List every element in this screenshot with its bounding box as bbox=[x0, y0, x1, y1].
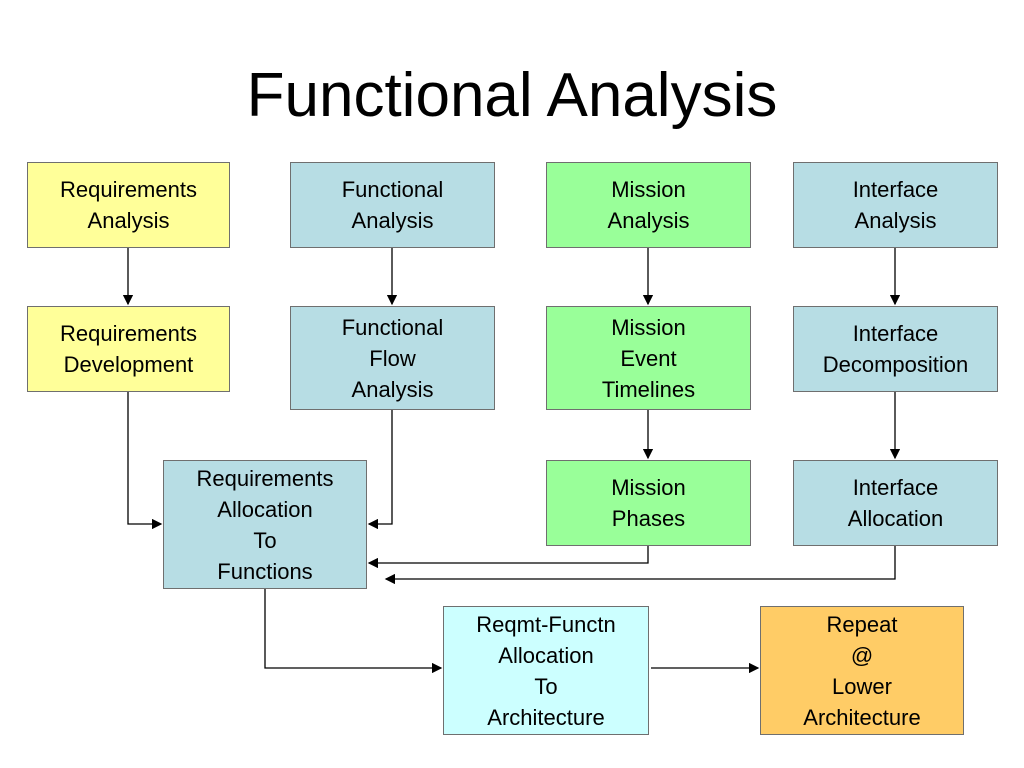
diagram-title: Functional Analysis bbox=[246, 61, 778, 130]
repeat-lower-architecture-box: Repeat @ Lower Architecture bbox=[760, 606, 964, 735]
functional-flow-analysis-box: Functional Flow Analysis bbox=[290, 306, 495, 410]
reqmt-functn-allocation-box: Reqmt-Functn Allocation To Architecture bbox=[443, 606, 649, 735]
mission-phases-box: Mission Phases bbox=[546, 460, 751, 546]
arrow-mission-phases-to-req-allocation bbox=[367, 546, 649, 569]
arrow-func-flow-to-req-allocation bbox=[367, 410, 393, 530]
arrow-req-allocation-to-reqmt-functn bbox=[264, 589, 443, 674]
interface-decomposition-box: Interface Decomposition bbox=[793, 306, 998, 392]
arrow-interface-allocation-to-req-allocation bbox=[384, 546, 896, 585]
requirements-analysis-box: Requirements Analysis bbox=[27, 162, 230, 248]
interface-analysis-box: Interface Analysis bbox=[793, 162, 998, 248]
requirements-development-box: Requirements Development bbox=[27, 306, 230, 392]
mission-event-timelines-box: Mission Event Timelines bbox=[546, 306, 751, 410]
interface-allocation-box: Interface Allocation bbox=[793, 460, 998, 546]
arrow-req-development-to-req-allocation bbox=[127, 392, 163, 530]
mission-analysis-box: Mission Analysis bbox=[546, 162, 751, 248]
requirements-allocation-box: Requirements Allocation To Functions bbox=[163, 460, 367, 589]
functional-analysis-box: Functional Analysis bbox=[290, 162, 495, 248]
